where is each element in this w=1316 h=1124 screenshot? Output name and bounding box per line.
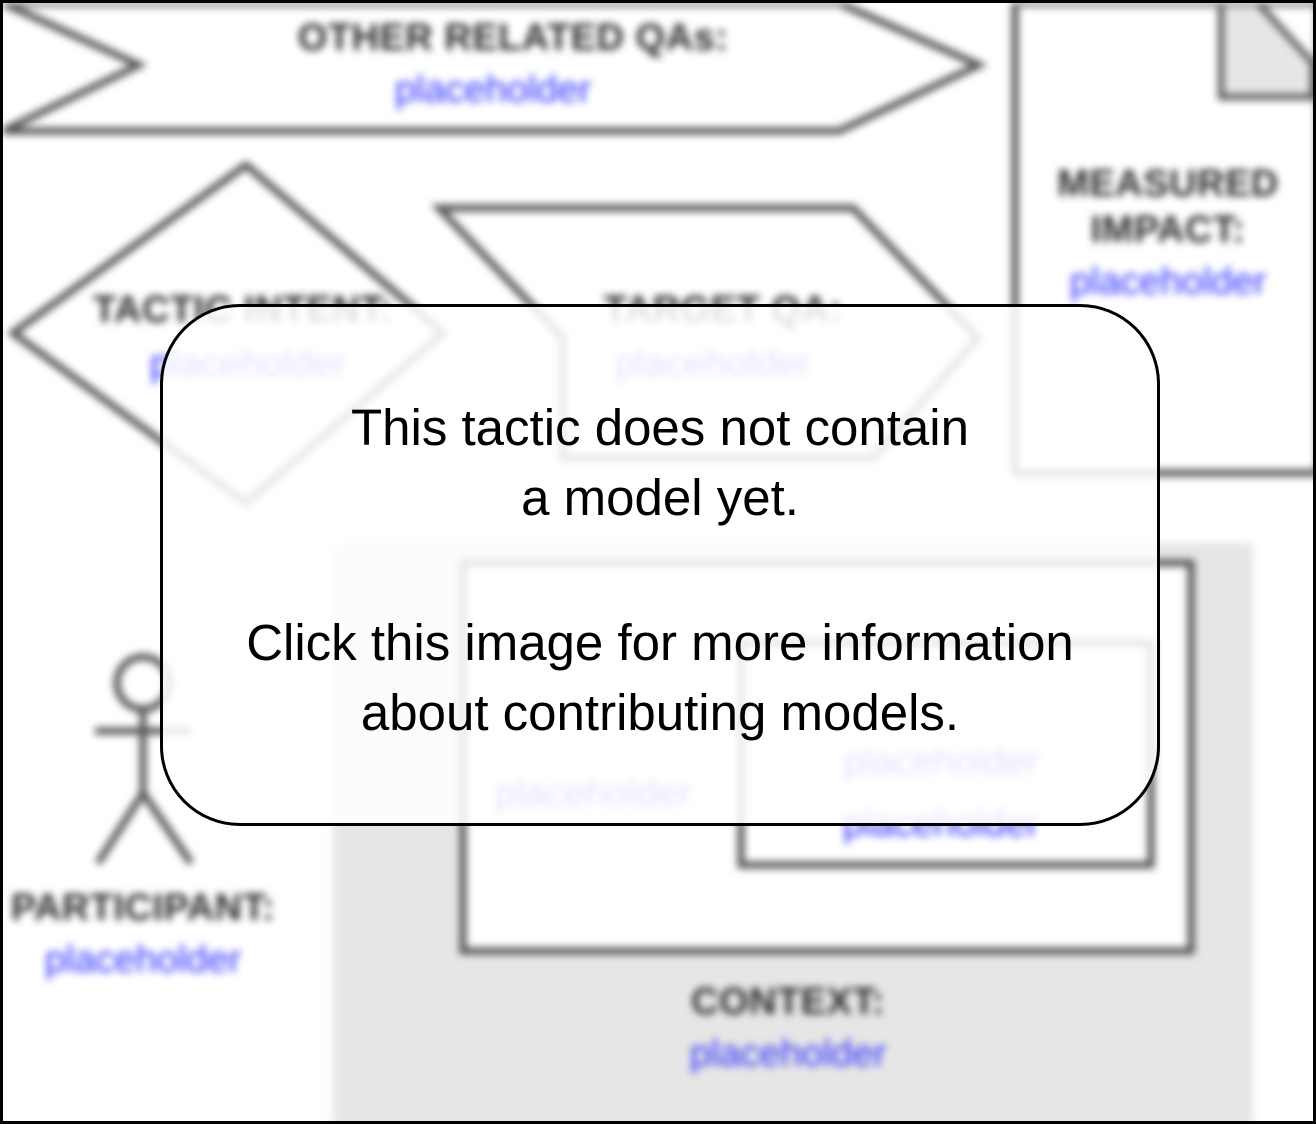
context-label: CONTEXT: [691, 981, 885, 1023]
other-related-qas-shape [3, 3, 988, 135]
measured-impact-label-line1: MEASURED [1057, 163, 1279, 205]
notice-line-3: Click this image for more information [246, 614, 1074, 671]
participant-label: PARTICIPANT: [10, 887, 276, 929]
document-fold-icon [1218, 3, 1313, 100]
notice-line-2: a model yet. [521, 469, 799, 526]
measured-impact-label-line2: IMPACT: [1090, 209, 1246, 251]
context-value: placeholder [689, 1033, 887, 1075]
no-model-notice[interactable]: This tactic does not contain a model yet… [160, 304, 1160, 826]
other-related-qas-label: OTHER RELATED QAs: [297, 17, 729, 59]
notice-line-4: about contributing models. [360, 684, 960, 741]
participant-value: placeholder [44, 939, 242, 981]
measured-impact-value: placeholder [1069, 261, 1267, 303]
notice-line-1: This tactic does not contain [350, 399, 969, 456]
other-related-qas-value: placeholder [394, 69, 592, 111]
